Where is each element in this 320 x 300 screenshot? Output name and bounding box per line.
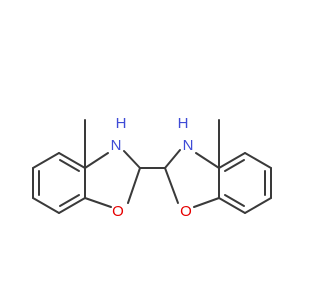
- atom-labels: H N O H N O: [111, 115, 194, 220]
- bond-right-ring-1-inner: [224, 159, 245, 172]
- bond-right-c2-to-o: [164, 167, 179, 204]
- bond-right-ring-1: [218, 152, 246, 169]
- bond-left-ring-1: [32, 152, 60, 169]
- atom-label-o-right: O: [180, 203, 192, 220]
- atom-label-n-left: N: [111, 137, 122, 154]
- bond-right-ring-5: [218, 197, 246, 214]
- bond-left-n-to-ring: [84, 152, 109, 169]
- bond-group: [32, 119, 272, 214]
- atom-label-o-left: O: [112, 203, 124, 220]
- bond-right-ring-4: [244, 197, 272, 214]
- bond-right-ring-2: [244, 152, 272, 169]
- bond-left-ring-3: [32, 197, 60, 214]
- bond-left-o-to-ring: [84, 197, 112, 208]
- atom-label-n-right: N: [183, 137, 194, 154]
- bond-right-n-to-ring: [195, 152, 220, 169]
- bond-left-c2-to-o: [127, 167, 141, 204]
- bond-right-o-to-ring: [193, 197, 220, 208]
- atom-label-h-right: H: [178, 115, 189, 132]
- bond-right-ring-5-inner: [224, 194, 245, 207]
- bond-left-ring-4-inner: [59, 194, 80, 207]
- molecule-structure-diagram: H N O H N O: [32, 115, 272, 220]
- bond-left-ring-6: [58, 152, 86, 169]
- bond-left-ring-6-inner: [59, 159, 80, 172]
- bond-left-ring-4: [58, 197, 86, 214]
- bond-left-n-to-c2: [123, 150, 141, 169]
- atom-label-h-left: H: [116, 115, 127, 132]
- bond-right-c2-to-n: [164, 149, 181, 169]
